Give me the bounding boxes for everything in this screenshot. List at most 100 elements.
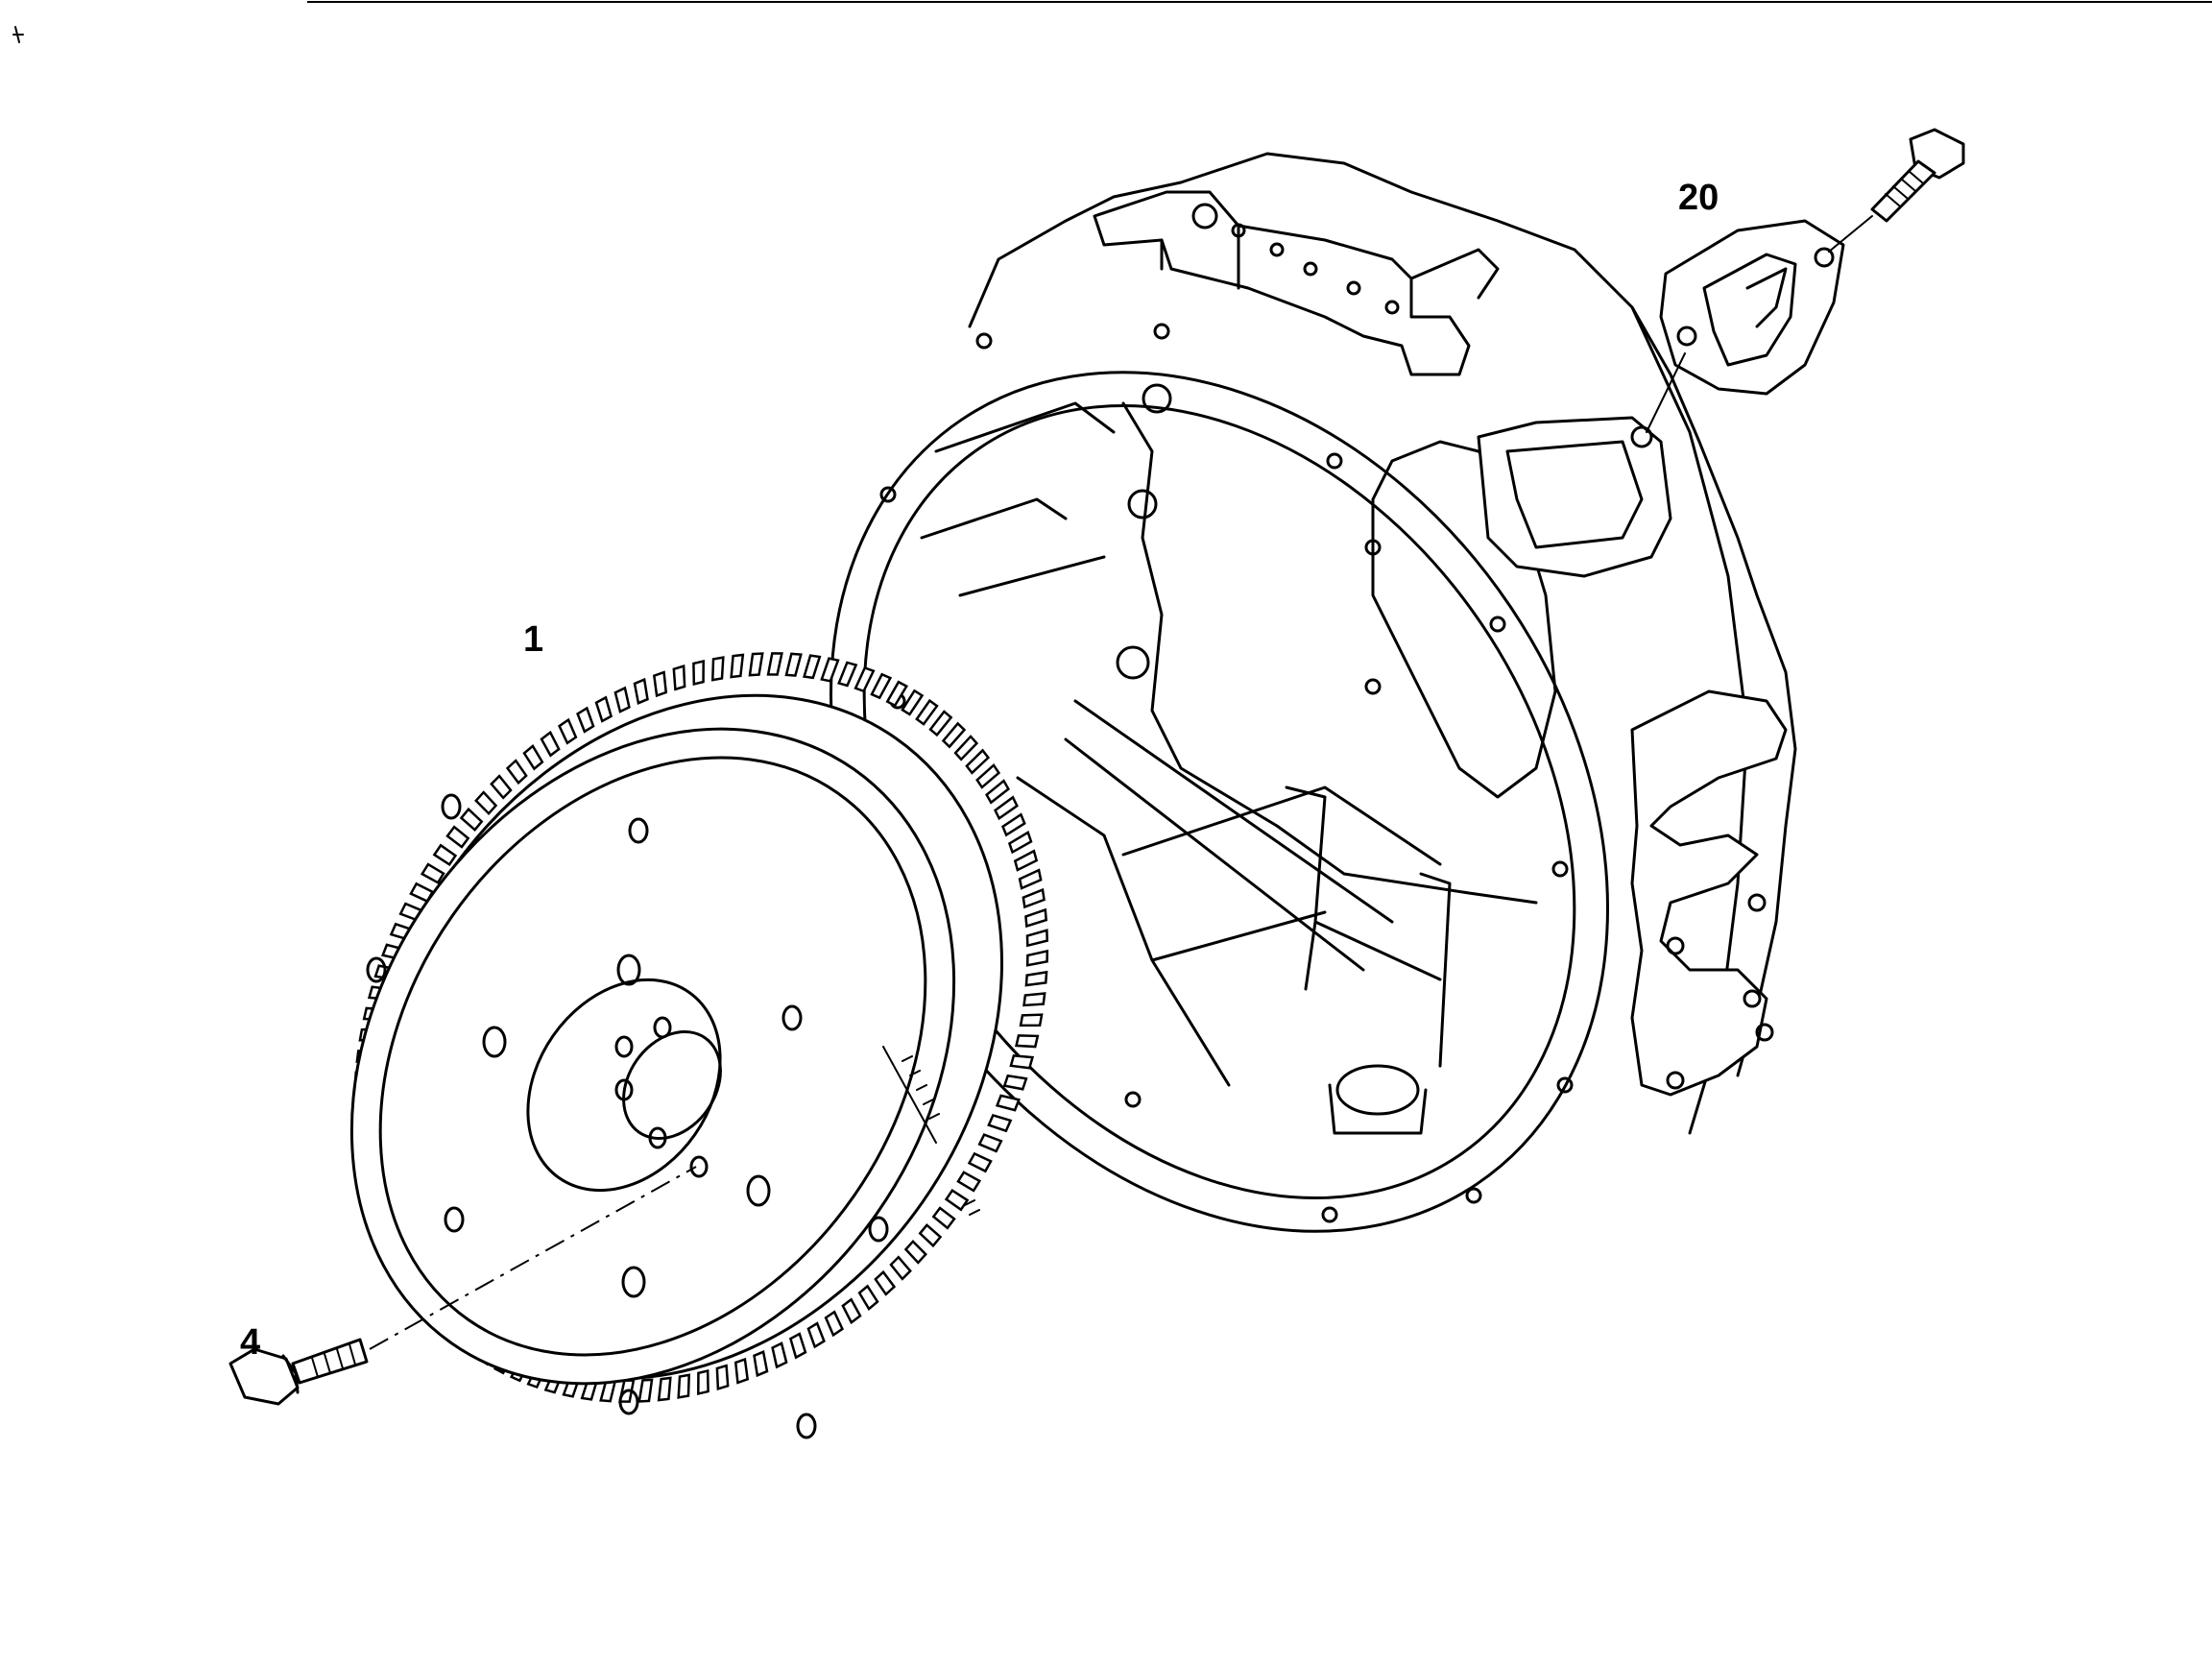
- gear-tooth: [557, 717, 578, 745]
- gear-tooth: [540, 730, 561, 758]
- bracket-hole: [1346, 280, 1361, 296]
- bracket-hole: [1303, 261, 1318, 277]
- housing-drain-pocket: [1335, 1064, 1420, 1116]
- bolt-centerline: [369, 1166, 697, 1350]
- gear-tooth: [459, 807, 484, 833]
- gear-tooth: [965, 748, 991, 775]
- side-mount-hole: [1755, 1023, 1774, 1042]
- gear-tooth: [697, 1369, 709, 1396]
- gear-tooth: [1019, 1013, 1044, 1027]
- gear-tooth: [594, 695, 613, 723]
- gear-tooth: [753, 1350, 769, 1378]
- gear-tooth: [633, 677, 649, 705]
- gear-tooth: [870, 672, 893, 700]
- flywheel-housing: [830, 152, 1797, 1233]
- gear-tooth: [1015, 1034, 1040, 1049]
- cover-plate-hole: [1676, 326, 1697, 347]
- gear-tooth: [1022, 992, 1046, 1007]
- gear-tooth: [1007, 831, 1033, 855]
- gear-tooth: [766, 652, 783, 676]
- gear-tooth: [918, 1222, 943, 1248]
- bracket-hole: [1191, 203, 1218, 230]
- flywheel-bolt-thread: [311, 1343, 356, 1378]
- cover-bolt-leader: [1828, 215, 1873, 253]
- gear-tooth: [837, 661, 858, 688]
- gear-tooth: [692, 659, 705, 686]
- cover-plate-leader: [1646, 352, 1686, 433]
- gear-tooth: [637, 1378, 654, 1403]
- gear-tooth: [975, 762, 1001, 789]
- gear-tooth: [652, 670, 668, 698]
- flywheel-bolt-shank: [291, 1338, 369, 1385]
- cover-bolt: [1828, 128, 1965, 253]
- gear-tooth: [771, 1341, 788, 1369]
- gear-tooth: [1022, 887, 1046, 909]
- flywheel-bolt: [228, 1166, 697, 1406]
- gear-tooth: [803, 654, 822, 680]
- gear-tooth: [987, 1113, 1013, 1133]
- gear-tooth: [995, 1094, 1021, 1112]
- gear-tooth: [1000, 812, 1026, 837]
- cover-plate-rib: [1745, 267, 1788, 328]
- housing-top-bracket: [1093, 190, 1471, 376]
- gear-tooth: [967, 1151, 993, 1173]
- gear-tooth: [885, 680, 909, 708]
- bracket-hole: [1269, 242, 1285, 257]
- gear-tooth: [420, 862, 445, 884]
- gear-tooth: [806, 1321, 826, 1349]
- gear-tooth: [915, 698, 939, 726]
- gear-tooth: [941, 721, 967, 749]
- gear-tooth: [953, 735, 979, 761]
- bracket-hole: [1384, 300, 1400, 315]
- housing-side-mount: [1630, 689, 1788, 1097]
- flywheel-hub-outer: [526, 978, 722, 1193]
- timing-scale: [882, 1046, 980, 1216]
- gear-tooth: [1025, 949, 1049, 967]
- gear-tooth: [857, 1284, 879, 1311]
- cover-plate-hole: [1814, 247, 1835, 268]
- side-mount-hole: [1666, 936, 1685, 955]
- gear-tooth: [985, 779, 1011, 805]
- gear-tooth: [956, 1171, 982, 1193]
- gear-tooth: [903, 1240, 927, 1265]
- gear-tooth: [874, 1269, 897, 1296]
- cover-bolt-thread: [1885, 170, 1923, 206]
- corner-mark: [12, 26, 24, 43]
- inspection-port-opening: [1505, 440, 1644, 549]
- gear-tooth: [657, 1376, 672, 1402]
- gear-tooth: [677, 1373, 691, 1399]
- gear-tooth: [1018, 868, 1043, 890]
- gear-tooth: [733, 1357, 750, 1385]
- gear-tooth: [576, 706, 595, 734]
- gear-tooth: [505, 759, 528, 785]
- gear-tooth: [522, 744, 544, 771]
- gear-tooth: [854, 665, 876, 693]
- housing-inner-rib: [920, 401, 1442, 1087]
- gear-tooth: [931, 1206, 956, 1230]
- cover-bolt-shank: [1870, 159, 1936, 223]
- gear-tooth: [1024, 907, 1048, 929]
- bracket-hole: [1231, 223, 1246, 238]
- housing-inner-web: [1121, 401, 1538, 905]
- callout-flywheel: 1: [523, 619, 543, 660]
- gear-tooth: [490, 774, 513, 800]
- housing-inner-web: [1285, 785, 1452, 1068]
- inspection-cover-plate: [1646, 219, 1845, 433]
- gear-tooth: [784, 652, 803, 677]
- cover-plate-recess: [1702, 253, 1797, 367]
- gear-tooth: [715, 1364, 730, 1390]
- gear-tooth: [928, 710, 953, 737]
- callout-bolt: 4: [240, 1322, 260, 1363]
- gear-tooth: [889, 1255, 912, 1281]
- gear-tooth: [710, 656, 725, 682]
- gear-tooth: [788, 1332, 807, 1360]
- callout-cover: 20: [1678, 178, 1719, 218]
- inspection-port-hole: [1630, 425, 1653, 448]
- gear-tooth: [1025, 929, 1049, 948]
- flywheel-face-inner: [378, 756, 927, 1357]
- gear-tooth: [1002, 1074, 1028, 1091]
- gear-tooth: [432, 843, 458, 866]
- gear-tooth: [672, 664, 686, 691]
- cover-plate-outline: [1659, 219, 1845, 396]
